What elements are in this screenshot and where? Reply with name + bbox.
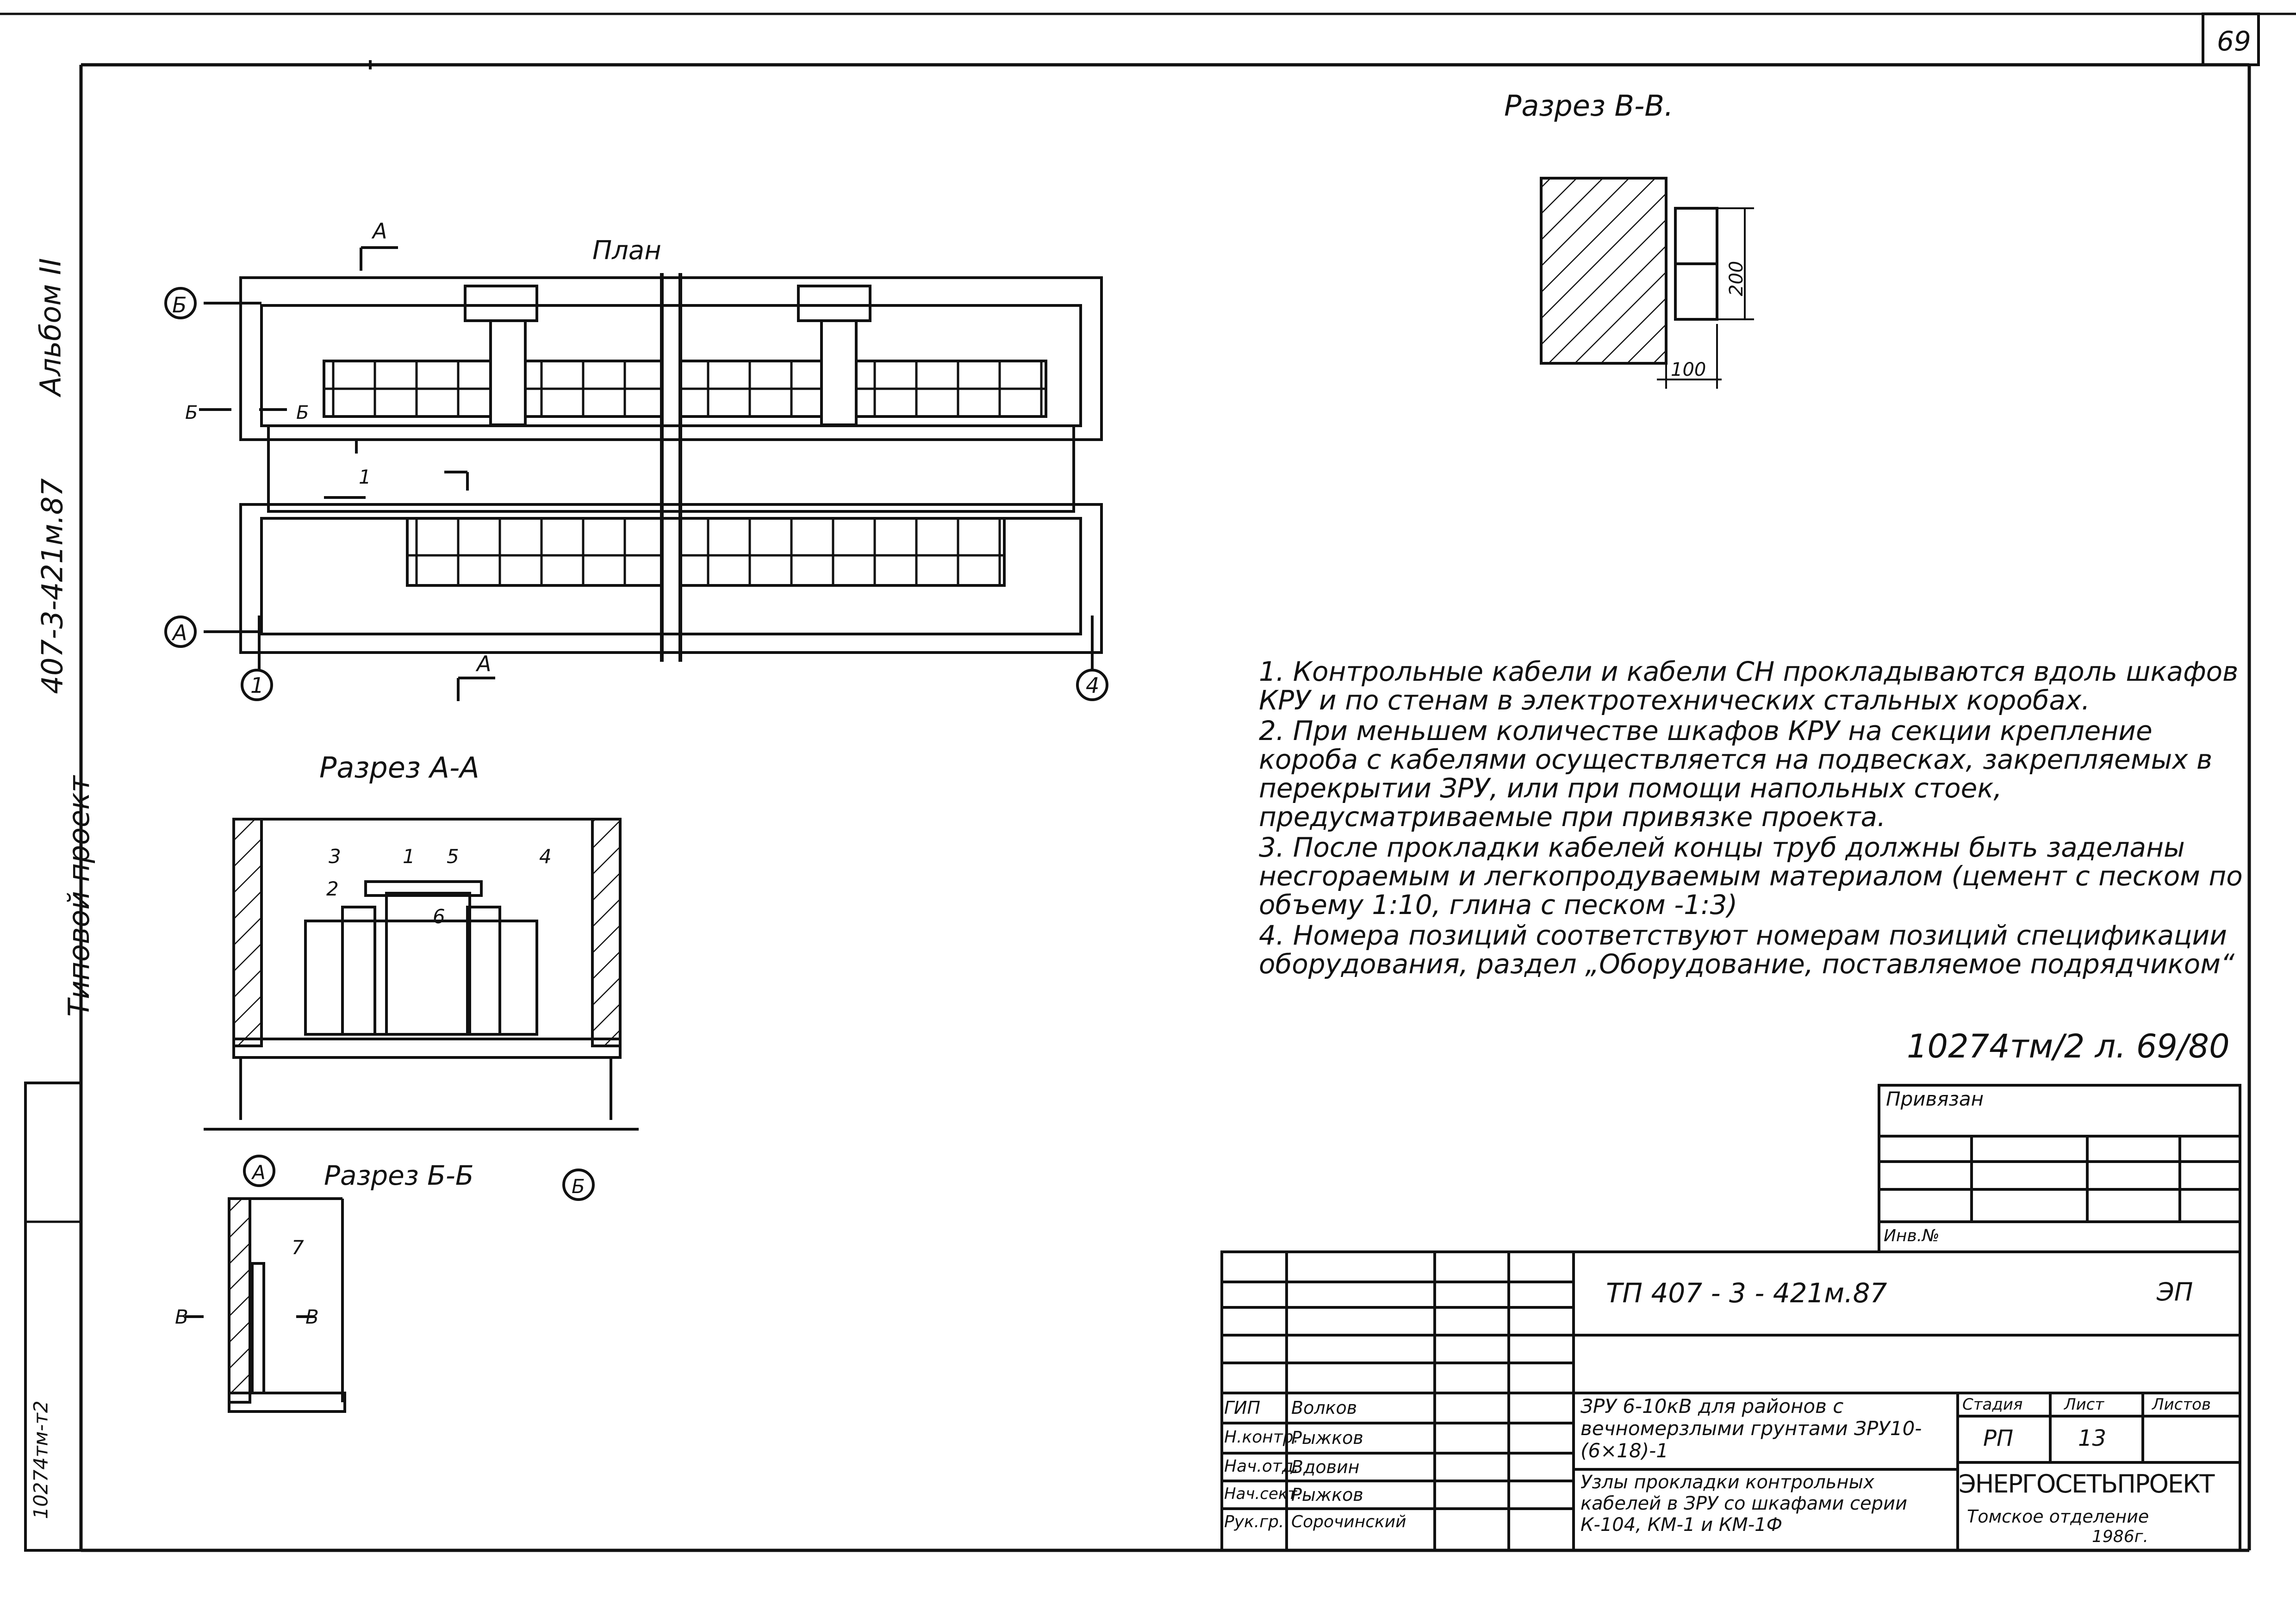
aa-item-1: 1: [403, 845, 415, 868]
section-bb-title: Разрез Б-Б: [324, 1160, 474, 1191]
axis-4-label: 4: [1086, 673, 1099, 698]
name-rukgr: Сорочинский: [1291, 1512, 1406, 1531]
sheet-header: Лист: [2064, 1395, 2104, 1414]
stage-value: РП: [1983, 1425, 2014, 1451]
title-object: ЗРУ 6-10кВ для районов с вечномерзлыми г…: [1580, 1395, 1922, 1462]
side-inv-label: 10274тм-т2: [29, 1400, 52, 1519]
plan-item-1: 1: [359, 466, 371, 488]
side-album-label: Альбом II: [33, 258, 68, 396]
stage-header: Стадия: [1962, 1395, 2023, 1414]
note-2: 2. При меньшем количестве шкафов КРУ на …: [1259, 715, 2213, 833]
role-nachsekt: Нач.сект.: [1224, 1485, 1302, 1503]
aa-item-3: 3: [329, 845, 341, 868]
plan-view: [164, 60, 1108, 701]
sheet-corner-number: 69: [2217, 25, 2251, 57]
binding-inv: Инв.№: [1884, 1226, 1940, 1245]
organization: ЭНЕРГОСЕТЬПРОЕКТ: [1959, 1469, 2215, 1499]
note-4: 4. Номера позиций соответствуют номерам …: [1259, 920, 2235, 980]
aa-item-5: 5: [447, 845, 459, 868]
plan-title: План: [592, 236, 661, 266]
title-block: [1220, 1250, 2241, 1552]
dim-100: 100: [1671, 359, 1706, 380]
role-ncontr: Н.контр.: [1224, 1428, 1299, 1447]
sheet-number: 13: [2078, 1425, 2107, 1451]
aa-axis-b: Б: [572, 1175, 585, 1198]
year: 1986г.: [2092, 1527, 2148, 1546]
name-nachsekt: Рыжков: [1291, 1485, 1363, 1505]
cut-v-left: В: [175, 1306, 188, 1328]
section-vv-title: Разрез В-В.: [1504, 89, 1674, 123]
sheet-frame: [0, 12, 2296, 1552]
aa-item-4: 4: [539, 845, 552, 868]
note-3: 3. После прокладки кабелей концы труб до…: [1259, 832, 2243, 920]
sheets-header: Листов: [2152, 1395, 2211, 1414]
side-type-label: Типовой проект: [62, 776, 96, 1017]
cut-a-top: А: [371, 218, 387, 243]
bb-item-7: 7: [292, 1236, 304, 1259]
binding-title: Привязан: [1886, 1088, 1984, 1110]
cut-v-right: В: [305, 1306, 319, 1328]
note-1: 1. Контрольные кабели и кабели СН прокла…: [1259, 656, 2239, 716]
title-code: ТП 407 - 3 - 421м.87: [1606, 1277, 1887, 1309]
name-nachotd: Вдовин: [1291, 1457, 1360, 1477]
section-aa: [204, 818, 639, 1201]
aa-axis-a: А: [251, 1161, 266, 1184]
section-vv: [1540, 177, 1754, 389]
axis-a-label: А: [171, 620, 187, 645]
cut-b-left: Б: [185, 402, 198, 423]
role-gip: ГИП: [1224, 1398, 1261, 1418]
dim-200: 200: [1726, 261, 1747, 296]
aa-item-2: 2: [326, 877, 339, 900]
name-gip: Волков: [1291, 1398, 1357, 1418]
section-aa-title: Разрез А-А: [319, 751, 479, 784]
role-nachotd: Нач.отд.: [1224, 1457, 1299, 1476]
cut-b-right: Б: [296, 402, 309, 423]
title-sheet-name: Узлы прокладки контрольных кабелей в ЗРУ…: [1580, 1472, 1908, 1536]
section-bb: [185, 1197, 346, 1413]
axis-1-label: 1: [250, 673, 264, 698]
cut-a-bottom: А: [475, 651, 491, 676]
notes: 1. Контрольные кабели и кабели СН прокла…: [1259, 657, 2254, 980]
title-mark: ЭП: [2157, 1277, 2193, 1306]
branch: Томское отделение: [1967, 1506, 2149, 1527]
role-rukgr: Рук.гр.: [1224, 1512, 1284, 1531]
name-ncontr: Рыжков: [1291, 1428, 1363, 1448]
aa-item-6: 6: [433, 905, 445, 928]
side-project-label: 407-3-421м.87: [35, 478, 69, 694]
axis-b-label: Б: [172, 292, 187, 317]
sheet-reference: 10274тм/2 л. 69/80: [1907, 1027, 2230, 1065]
